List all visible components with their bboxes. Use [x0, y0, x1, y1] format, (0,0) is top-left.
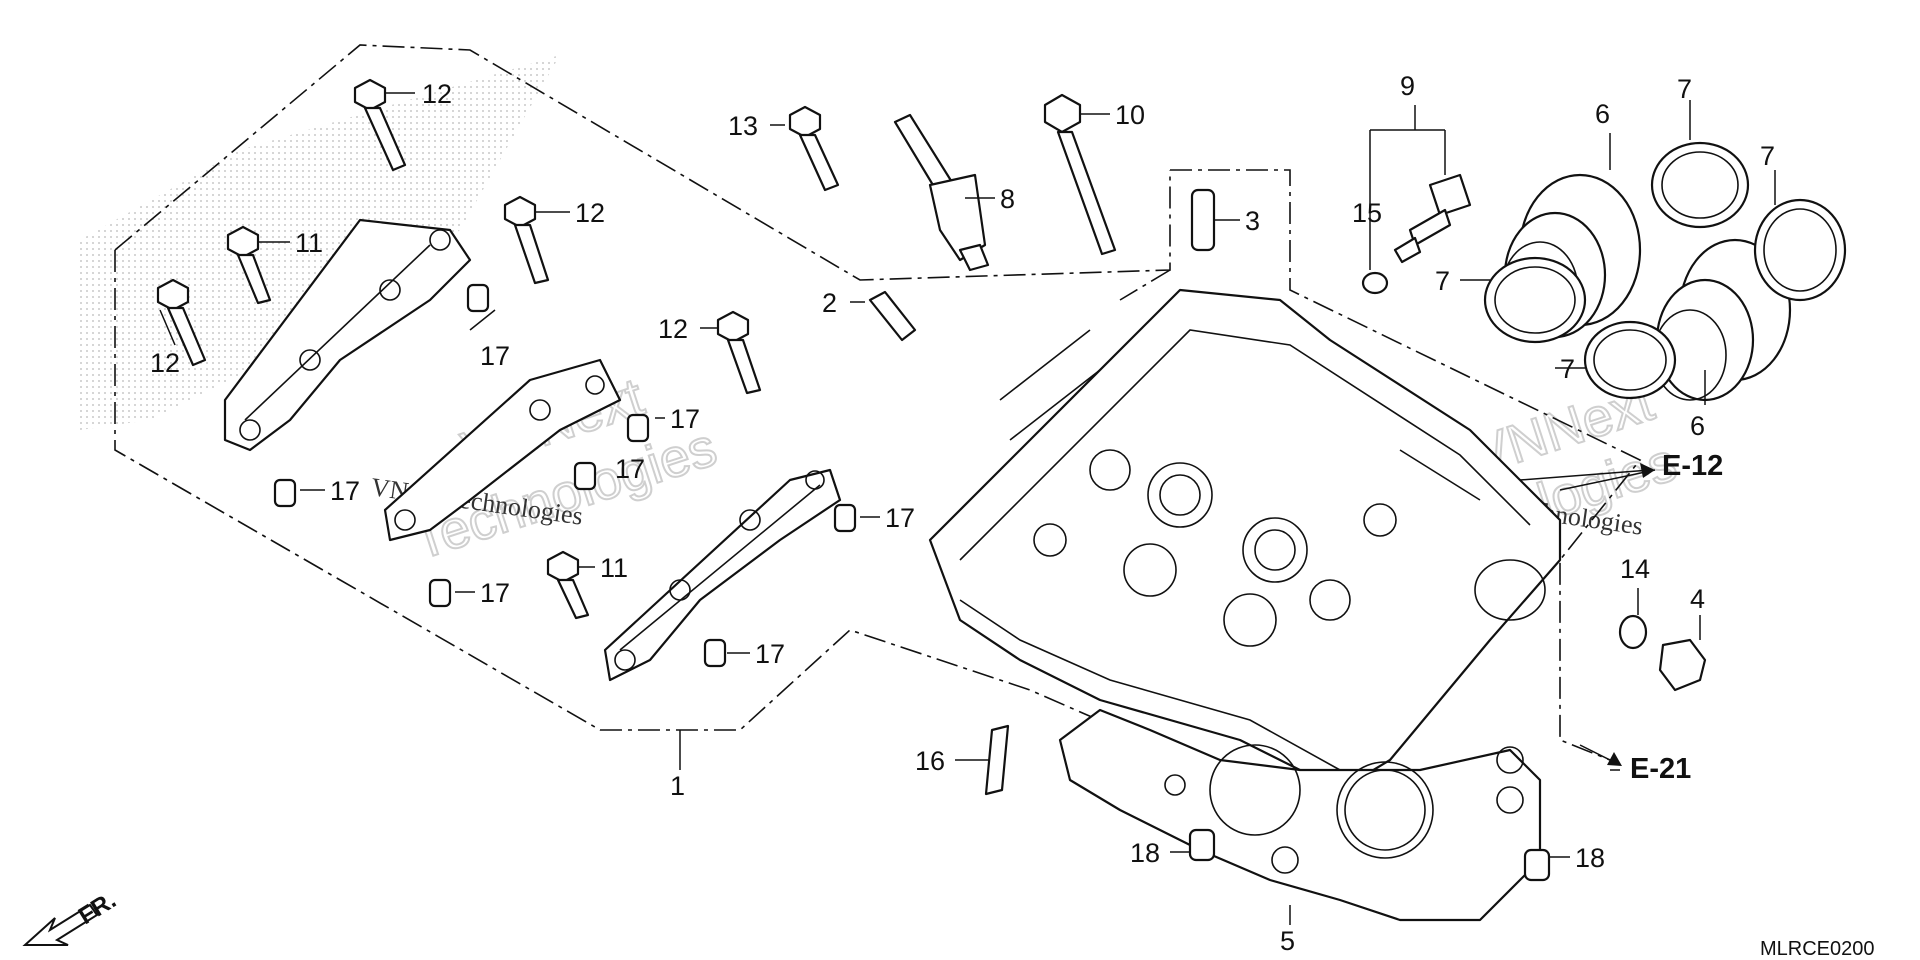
stud-pin-2 — [868, 290, 917, 342]
callout-7-bottom: 7 — [1560, 354, 1575, 384]
dowel-pin-3 — [1190, 188, 1216, 252]
camshaft-holder-middle — [383, 358, 622, 542]
cylinder-head — [928, 288, 1562, 792]
temperature-sensor — [1393, 173, 1472, 264]
callout-12-middle: 12 — [575, 198, 605, 228]
o-ring-15 — [1361, 271, 1389, 295]
callout-2: 2 — [822, 288, 837, 318]
flange-bolt-11-lower — [546, 550, 590, 620]
callout-labels: 12 12 11 12 17 12 17 17 17 17 17 11 17 1… — [150, 71, 1775, 956]
drawing-code: MLRCE0200 — [1760, 938, 1875, 960]
dowel-pin-group — [273, 283, 857, 668]
callout-12-top: 12 — [422, 79, 452, 109]
reference-arrow-e12 — [1559, 463, 1656, 491]
callout-7-left: 7 — [1435, 266, 1450, 296]
callout-12-lower: 12 — [658, 314, 688, 344]
callout-17-d: 17 — [330, 476, 360, 506]
callout-11-lower: 11 — [600, 553, 628, 583]
flange-bolt-12-lower — [716, 310, 762, 395]
callout-7-right: 7 — [1760, 141, 1775, 171]
dowel-pin-18-left — [1188, 828, 1216, 862]
callout-15: 15 — [1352, 198, 1382, 228]
callout-14: 14 — [1620, 554, 1650, 584]
callout-7-top: 7 — [1677, 74, 1692, 104]
callout-8: 8 — [1000, 184, 1015, 214]
hose-clamps — [1483, 141, 1847, 400]
callout-1: 1 — [670, 771, 685, 801]
callout-9: 9 — [1400, 71, 1415, 101]
callout-18-left: 18 — [1130, 838, 1160, 868]
callout-6-bottom: 6 — [1690, 411, 1705, 441]
callout-4: 4 — [1690, 584, 1705, 614]
spark-plug — [893, 113, 990, 272]
callout-17-b: 17 — [670, 404, 700, 434]
sealing-plug — [1658, 638, 1707, 692]
callout-17-f: 17 — [480, 578, 510, 608]
stud-bolt — [984, 724, 1010, 796]
sealing-washer — [1618, 614, 1648, 650]
reference-arrow-e21 — [1579, 744, 1622, 766]
callout-13: 13 — [728, 111, 758, 141]
callout-17-a: 17 — [480, 341, 510, 371]
callout-11-upper: 11 — [295, 228, 323, 258]
callout-17-e: 17 — [885, 503, 915, 533]
callout-10: 10 — [1115, 100, 1145, 130]
callout-5: 5 — [1280, 926, 1295, 956]
callout-6-top: 6 — [1595, 99, 1610, 129]
reference-e21: E-21 — [1630, 753, 1691, 785]
dowel-pin-18-right — [1523, 848, 1551, 882]
callout-17-c: 17 — [615, 454, 645, 484]
camshaft-holder-lower — [603, 468, 842, 682]
callout-16: 16 — [915, 746, 945, 776]
dotted-shading — [80, 55, 560, 430]
front-direction-arrow: FR. — [22, 887, 121, 946]
flange-bolt-12-left — [156, 278, 207, 367]
camshaft-holder-upper — [223, 218, 472, 452]
flange-bolt-12-middle — [503, 195, 550, 285]
callout-12-left: 12 — [150, 348, 180, 378]
reference-e12: E-12 — [1662, 450, 1723, 482]
flange-bolt-13 — [788, 105, 840, 192]
flange-bolt-11-upper — [226, 225, 272, 305]
callout-17-g: 17 — [755, 639, 785, 669]
flange-bolt-12-top — [353, 78, 407, 172]
callout-18-right: 18 — [1575, 843, 1605, 873]
flange-bolt-10 — [1043, 93, 1117, 256]
leader-lines — [159, 92, 1776, 925]
callout-3: 3 — [1245, 206, 1260, 236]
